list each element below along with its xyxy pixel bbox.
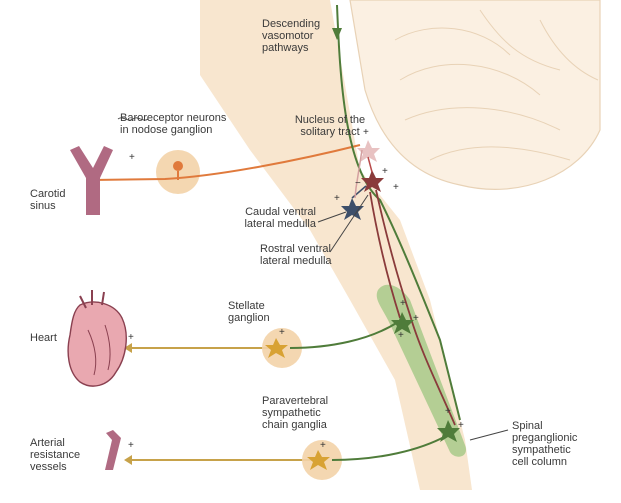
plus-sign: + [382,166,388,177]
arterial-preganglionic-fiber [331,435,447,461]
arterial-resistance-vessels-label: Arterial resistance vessels [30,437,81,473]
baroreceptor-neurons-label: Baroreceptor neurons in nodose ganglion [120,112,227,136]
rvlm-leader [329,194,369,253]
carotid-sinus-label: Carotid sinus [30,188,66,212]
cvlm-leader [317,211,347,223]
spinal-leader [469,429,509,441]
plus-sign: + [320,440,326,451]
plus-sign: + [128,332,134,343]
plus-sign: + [445,406,451,417]
paravertebral-ganglia-label: Paravertebral sympathetic chain ganglia [262,395,329,431]
descending-arrow [332,28,342,40]
plus-sign: + [400,298,406,309]
baroreceptor-afferent [91,144,361,194]
nts-neuron [357,140,380,162]
rvlm-spinal-path-2 [369,191,401,319]
nodose-neuron [173,161,183,171]
rvlm-neuron [361,170,384,192]
heart-illustration [67,290,127,387]
plus-sign: + [393,182,399,193]
plus-sign: + [129,152,135,163]
preganglionic-neuron-upper [391,312,414,334]
plus-sign: + [128,440,134,451]
plus-sign: + [458,420,464,431]
spinal-preganglionic-column-label: Spinal preganglionic sympathetic cell co… [512,420,578,468]
plus-sign: + [279,327,285,338]
afferent-fiber [91,144,361,181]
stellate-neuron [265,338,288,358]
preganglionic-neuron-lower [437,420,460,442]
cerebellum [349,0,601,190]
nucleus-solitary-tract-label: Nucleus of the solitary tract [294,114,366,138]
minus-sign: − [355,178,361,189]
brainstem-tissue [200,0,472,490]
heart-preganglionic-fiber [289,321,399,349]
plus-sign: + [363,127,369,138]
plus-sign: + [413,313,419,324]
paravertebral-neuron [307,450,330,470]
rvlm-spinal-path-1 [375,189,456,426]
cerebellum-folia [394,9,599,161]
arterial-vessel [105,430,121,470]
descending-pathways-label: Descending vasomotor pathways [262,18,321,54]
caudal-ventral-lateral-medulla-label: Caudal ventral lateral medulla [244,206,316,230]
baroreceptor-label-underline [117,117,149,121]
cvlm-neuron [341,198,364,220]
carotid-sinus-vessel [70,146,113,215]
stellate-ganglion-label: Stellate ganglion [228,300,270,324]
plus-sign: + [398,330,404,341]
plus-sign: + [334,193,340,204]
descending-vasomotor-pathway [336,4,461,421]
heart-label: Heart [30,332,57,344]
rostral-ventral-lateral-medulla-label: Rostral ventral lateral medulla [260,243,332,267]
